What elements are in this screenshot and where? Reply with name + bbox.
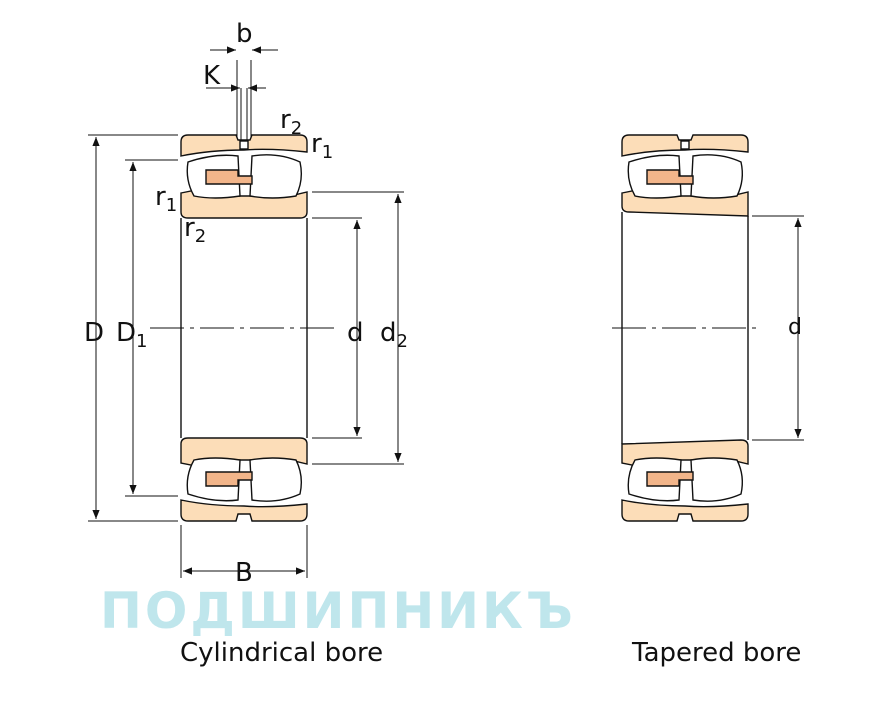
cylindrical-bearing: [180, 134, 308, 522]
watermark-text: ПОДШИПНИКЪ: [100, 582, 576, 640]
label-D: D: [84, 318, 104, 348]
label-r1-top: r1: [311, 129, 333, 163]
tapered-bottom-outer-ring: [621, 499, 749, 522]
label-b: b: [236, 19, 253, 49]
cyl-dimension-lines: [92, 46, 402, 575]
caption-tapered-bore: Tapered bore: [632, 638, 802, 668]
label-d2: d2: [380, 318, 408, 352]
bottom-outer-ring: [180, 499, 308, 522]
cyl-extension-lines: [88, 60, 404, 578]
label-D1: D1: [116, 318, 147, 352]
tapered-bottom-roller-right: [690, 457, 744, 502]
tapered-bottom-cage: [646, 471, 694, 487]
tapered-top-roller-right: [690, 154, 744, 199]
tap-extension-lines: [752, 215, 804, 441]
top-roller-right: [249, 154, 303, 199]
top-lube-hole: [239, 140, 249, 150]
label-d-tapered: d: [788, 315, 802, 340]
label-r2-left: r2: [184, 213, 206, 247]
label-r2-top: r2: [280, 105, 302, 139]
bottom-roller-right: [249, 457, 303, 502]
label-d: d: [347, 318, 364, 348]
top-cage: [205, 169, 253, 185]
label-B: B: [235, 558, 253, 588]
label-r1-left: r1: [155, 182, 177, 216]
tapered-bearing: [621, 134, 749, 522]
tapered-top-cage: [646, 169, 694, 185]
caption-cylindrical-bore: Cylindrical bore: [180, 638, 384, 668]
tapered-top-lube-hole: [680, 140, 690, 150]
label-K: K: [203, 61, 221, 91]
bottom-cage: [205, 471, 253, 487]
